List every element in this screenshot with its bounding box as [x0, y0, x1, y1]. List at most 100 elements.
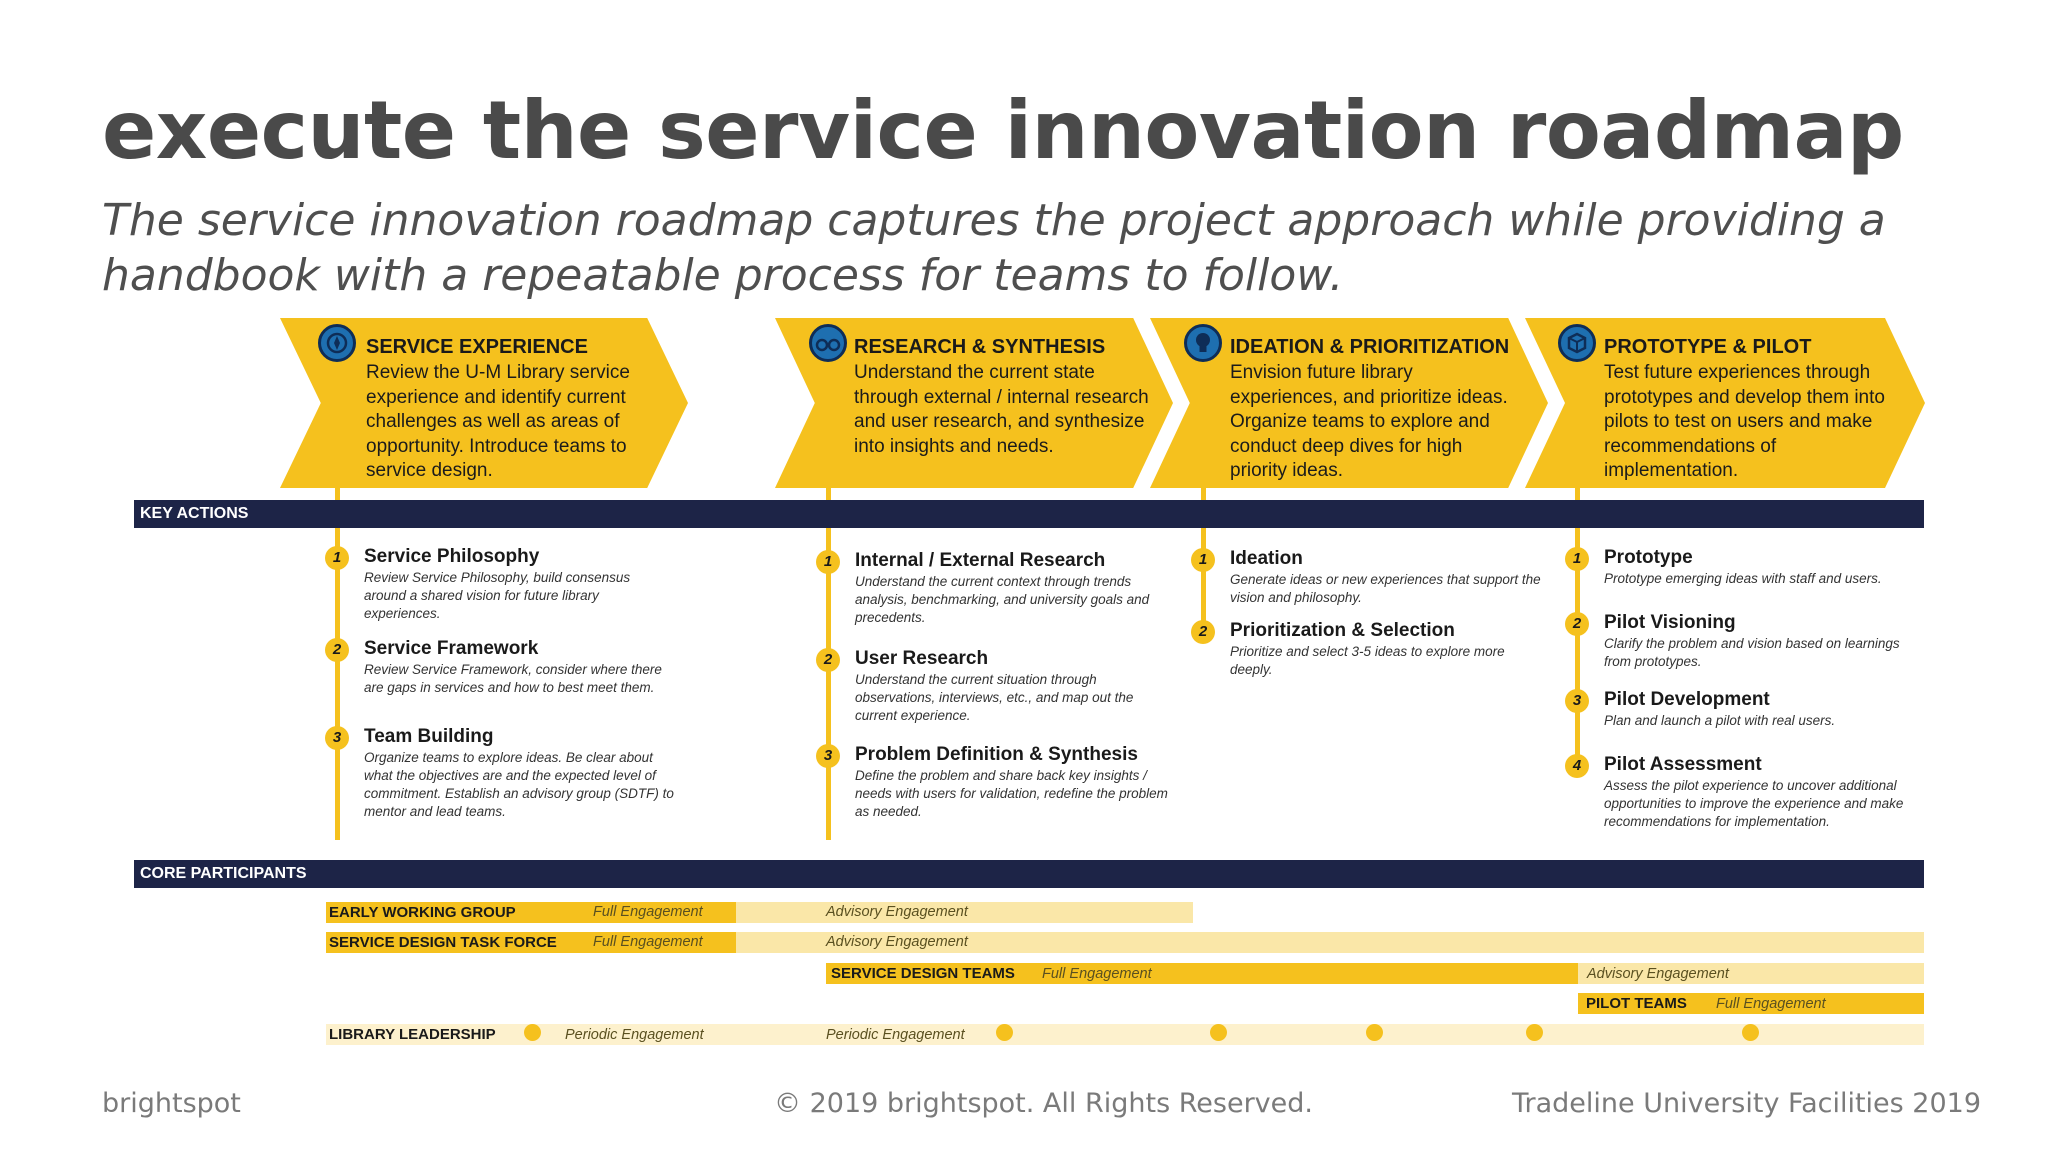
footer-event: Tradeline University Facilities 2019 [1512, 1088, 1982, 1119]
step-number-badge: 2 [1565, 612, 1589, 636]
phase-research-synthesis: RESEARCH & SYNTHESIS Understand the curr… [854, 336, 1154, 459]
engagement-bar-periodic [326, 1024, 1924, 1045]
page-subtitle: The service innovation roadmap captures … [102, 195, 1886, 301]
timeline-line [335, 340, 340, 840]
step-number-badge: 3 [1565, 689, 1589, 713]
phase-title: SERVICE EXPERIENCE [366, 336, 588, 358]
engagement-label: Periodic Engagement [826, 1027, 965, 1043]
action-service-framework: Service Framework Review Service Framewo… [364, 638, 674, 697]
cube-icon [1558, 324, 1596, 362]
action-description: Understand the current situation through… [855, 672, 1134, 723]
engagement-bar-advisory [1578, 963, 1924, 984]
engagement-bar-full [1578, 993, 1924, 1014]
key-actions-bar: KEY ACTIONS [134, 500, 1924, 528]
action-title: Team Building [364, 726, 494, 747]
step-number-badge: 2 [325, 638, 349, 662]
step-number-badge: 1 [1191, 548, 1215, 572]
participant-library-leadership: LIBRARY LEADERSHIP [329, 1026, 496, 1043]
action-description: Generate ideas or new experiences that s… [1230, 572, 1541, 605]
action-pilot-assessment: Pilot Assessment Assess the pilot experi… [1604, 754, 1924, 831]
action-description: Clarify the problem and vision based on … [1604, 636, 1900, 669]
engagement-bar-advisory [736, 932, 1924, 953]
checkpoint-dot [524, 1024, 541, 1041]
engagement-bar-full [326, 902, 736, 923]
phase-description: Understand the current state through ext… [854, 362, 1149, 457]
action-description: Review Service Philosophy, build consens… [364, 570, 631, 621]
engagement-label: Full Engagement [1716, 996, 1826, 1012]
phase-ideation-prioritization: IDEATION & PRIORITIZATION Envision futur… [1230, 336, 1520, 484]
action-title: Pilot Assessment [1604, 754, 1762, 775]
action-description: Prototype emerging ideas with staff and … [1604, 571, 1882, 586]
action-title: Prototype [1604, 547, 1693, 568]
action-description: Prioritize and select 3-5 ideas to explo… [1230, 644, 1505, 677]
engagement-bar-full [326, 932, 736, 953]
step-number-badge: 3 [325, 726, 349, 750]
action-title: Service Framework [364, 638, 539, 659]
action-title: Problem Definition & Synthesis [855, 744, 1138, 765]
phase-description: Review the U-M Library service experienc… [366, 362, 630, 481]
checkpoint-dot [1742, 1024, 1759, 1041]
timeline-line [826, 340, 831, 840]
action-description: Assess the pilot experience to uncover a… [1604, 778, 1904, 829]
step-number-badge: 1 [816, 550, 840, 574]
action-problem-definition-synthesis: Problem Definition & Synthesis Define th… [855, 744, 1175, 821]
action-user-research: User Research Understand the current sit… [855, 648, 1175, 725]
engagement-label: Advisory Engagement [1587, 966, 1729, 982]
engagement-bar-full [826, 963, 1578, 984]
step-number-badge: 2 [1191, 620, 1215, 644]
step-number-badge: 1 [325, 546, 349, 570]
engagement-bar-advisory [736, 902, 1193, 923]
phase-title: RESEARCH & SYNTHESIS [854, 336, 1106, 358]
phase-title: PROTOTYPE & PILOT [1604, 336, 1812, 358]
action-pilot-visioning: Pilot Visioning Clarify the problem and … [1604, 612, 1924, 671]
action-title: Pilot Visioning [1604, 612, 1736, 633]
participant-pilot-teams: PILOT TEAMS [1586, 995, 1687, 1012]
phase-service-experience: SERVICE EXPERIENCE Review the U-M Librar… [366, 336, 666, 484]
engagement-label: Full Engagement [1042, 966, 1152, 982]
footer-brand: brightspot [102, 1088, 241, 1119]
action-internal-external-research: Internal / External Research Understand … [855, 550, 1175, 627]
engagement-label: Full Engagement [593, 934, 703, 950]
action-prioritization-selection: Prioritization & Selection Prioritize an… [1230, 620, 1550, 679]
checkpoint-dot [1526, 1024, 1543, 1041]
engagement-label: Advisory Engagement [826, 934, 968, 950]
action-title: Internal / External Research [855, 550, 1106, 571]
checkpoint-dot [1366, 1024, 1383, 1041]
participant-service-design-teams: SERVICE DESIGN TEAMS [831, 965, 1015, 982]
page-title: execute the service innovation roadmap [102, 84, 1904, 177]
phase-title: IDEATION & PRIORITIZATION [1230, 336, 1510, 358]
participant-early-working-group: EARLY WORKING GROUP [329, 904, 516, 921]
footer-copyright: © 2019 brightspot. All Rights Reserved. [774, 1088, 1313, 1119]
action-title: User Research [855, 648, 989, 669]
compass-icon [318, 324, 356, 362]
phase-description: Test future experiences through prototyp… [1604, 362, 1885, 481]
phase-description: Envision future library experiences, and… [1230, 362, 1508, 481]
step-number-badge: 3 [816, 744, 840, 768]
action-pilot-development: Pilot Development Plan and launch a pilo… [1604, 689, 1924, 730]
core-participants-bar: CORE PARTICIPANTS [134, 860, 1924, 888]
action-description: Define the problem and share back key in… [855, 768, 1168, 819]
step-number-badge: 4 [1565, 754, 1589, 778]
step-number-badge: 1 [1565, 547, 1589, 571]
action-title: Service Philosophy [364, 546, 540, 567]
engagement-label: Full Engagement [593, 904, 703, 920]
checkpoint-dot [996, 1024, 1013, 1041]
lightbulb-icon [1184, 324, 1222, 362]
action-description: Organize teams to explore ideas. Be clea… [364, 750, 674, 819]
checkpoint-dot [1210, 1024, 1227, 1041]
action-team-building: Team Building Organize teams to explore … [364, 726, 674, 821]
participant-service-design-task-force: SERVICE DESIGN TASK FORCE [329, 934, 557, 951]
engagement-label: Periodic Engagement [565, 1027, 704, 1043]
action-title: Ideation [1230, 548, 1303, 569]
step-number-badge: 2 [816, 648, 840, 672]
engagement-label: Advisory Engagement [826, 904, 968, 920]
action-service-philosophy: Service Philosophy Review Service Philos… [364, 546, 674, 623]
action-title: Pilot Development [1604, 689, 1770, 710]
action-description: Understand the current context through t… [855, 574, 1150, 625]
action-ideation: Ideation Generate ideas or new experienc… [1230, 548, 1550, 607]
action-description: Plan and launch a pilot with real users. [1604, 713, 1836, 728]
glasses-icon [809, 324, 847, 362]
phase-prototype-pilot: PROTOTYPE & PILOT Test future experience… [1604, 336, 1894, 484]
action-prototype: Prototype Prototype emerging ideas with … [1604, 547, 1924, 588]
action-description: Review Service Framework, consider where… [364, 662, 662, 695]
